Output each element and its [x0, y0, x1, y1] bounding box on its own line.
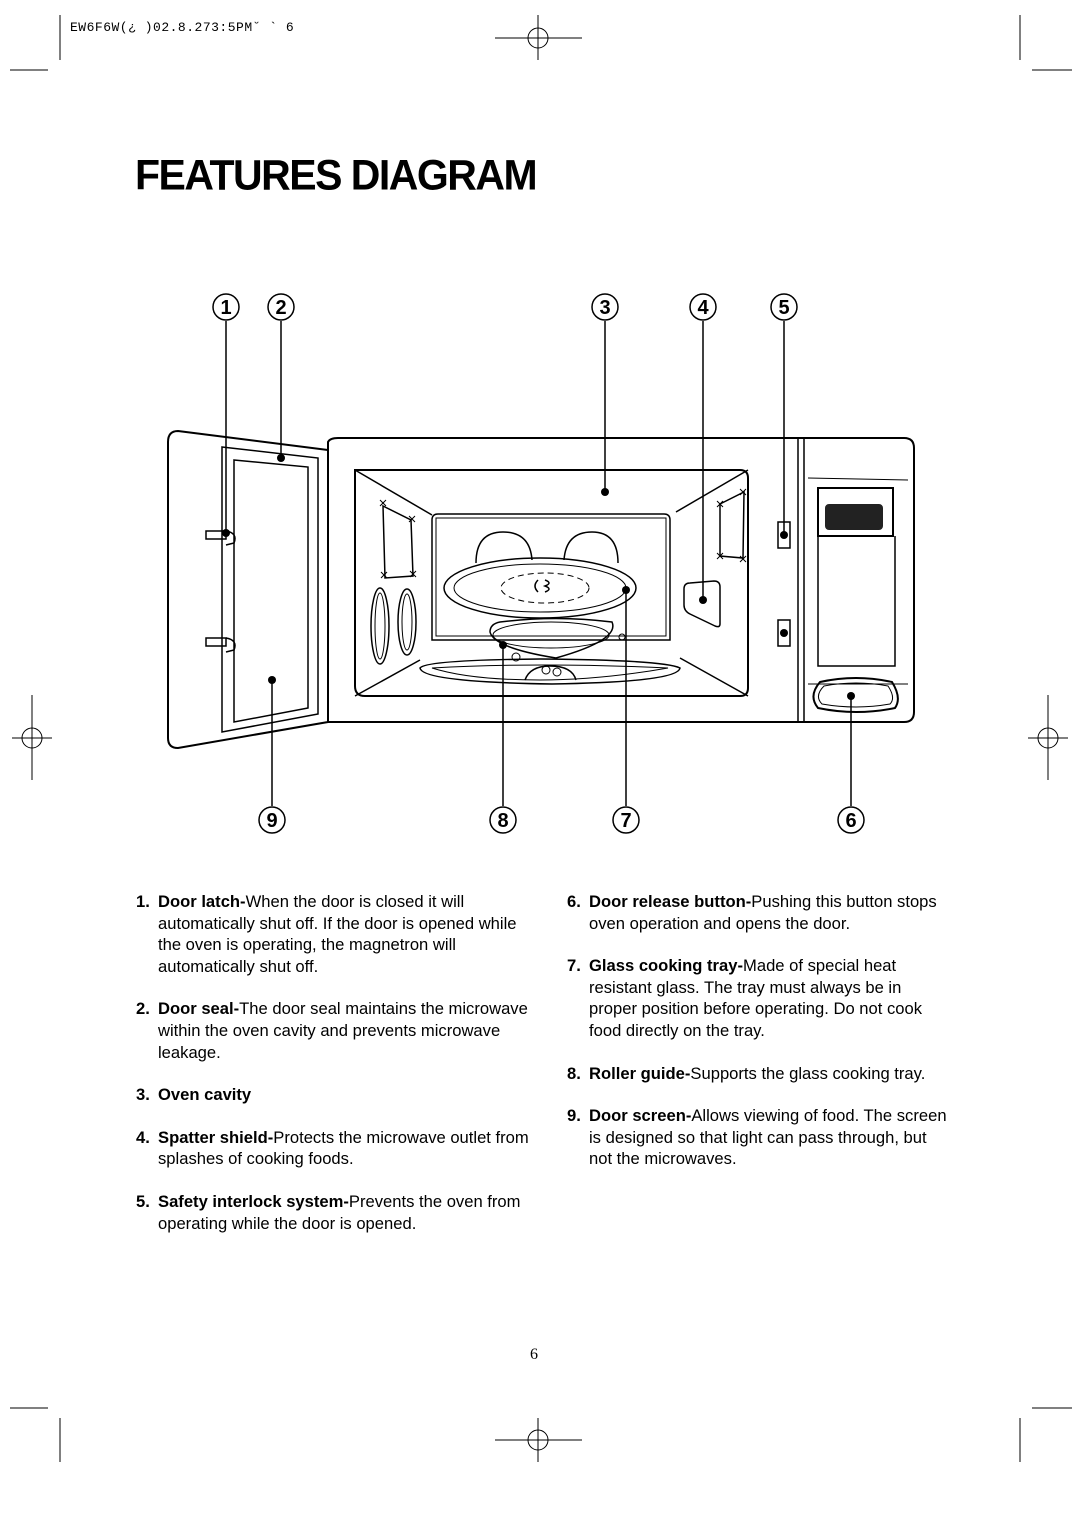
oven-body	[327, 437, 915, 723]
leader-lines	[225, 321, 852, 806]
feature-door-release-button: 6. Door release button-Pushing this butt…	[567, 892, 937, 933]
page-title: FEATURES DIAGRAM	[135, 150, 538, 200]
feature-roller-guide: 8. Roller guide-Supports the glass cooki…	[567, 1063, 926, 1083]
print-slug: EW6F6W(¿ )02.8.273:5PM˘ ` 6	[70, 20, 295, 35]
safety-interlock-switches	[777, 521, 791, 647]
microwave-diagram: 1 2 3 4 5 9 8 7 6	[167, 293, 915, 834]
page-number: 6	[530, 1346, 538, 1363]
feature-safety-interlock: 5. Safety interlock system-Prevents the …	[136, 1191, 521, 1233]
callout-7: 7	[620, 810, 631, 832]
callout-3: 3	[599, 297, 610, 319]
callout-4: 4	[697, 297, 709, 319]
callouts-bottom: 9 8 7 6	[258, 806, 865, 834]
features-list-right: 6. Door release button-Pushing this butt…	[567, 891, 947, 1191]
feature-door-seal: 2. Door seal-The door seal maintains the…	[136, 999, 528, 1062]
callout-6: 6	[845, 810, 856, 832]
control-panel	[807, 477, 909, 713]
feature-glass-cooking-tray: 7. Glass cooking tray-Made of special he…	[567, 956, 923, 1040]
callout-5: 5	[778, 297, 789, 319]
callout-1: 1	[220, 297, 231, 319]
feature-door-latch: 1. Door latch-When the door is closed it…	[136, 892, 517, 976]
callouts-top: 1 2 3 4 5	[212, 293, 798, 321]
oven-door	[167, 429, 329, 750]
features-list-left: 1. Door latch-When the door is closed it…	[136, 891, 536, 1255]
oven-cavity	[354, 469, 749, 697]
feature-door-screen: 9. Door screen-Allows viewing of food. T…	[567, 1106, 947, 1169]
feature-oven-cavity: 3. Oven cavity	[136, 1085, 252, 1105]
feature-spatter-shield: 4. Spatter shield-Protects the microwave…	[136, 1127, 529, 1169]
leader-dots	[222, 454, 855, 700]
callout-8: 8	[497, 810, 508, 832]
callout-2: 2	[275, 297, 286, 319]
callout-9: 9	[266, 810, 277, 832]
